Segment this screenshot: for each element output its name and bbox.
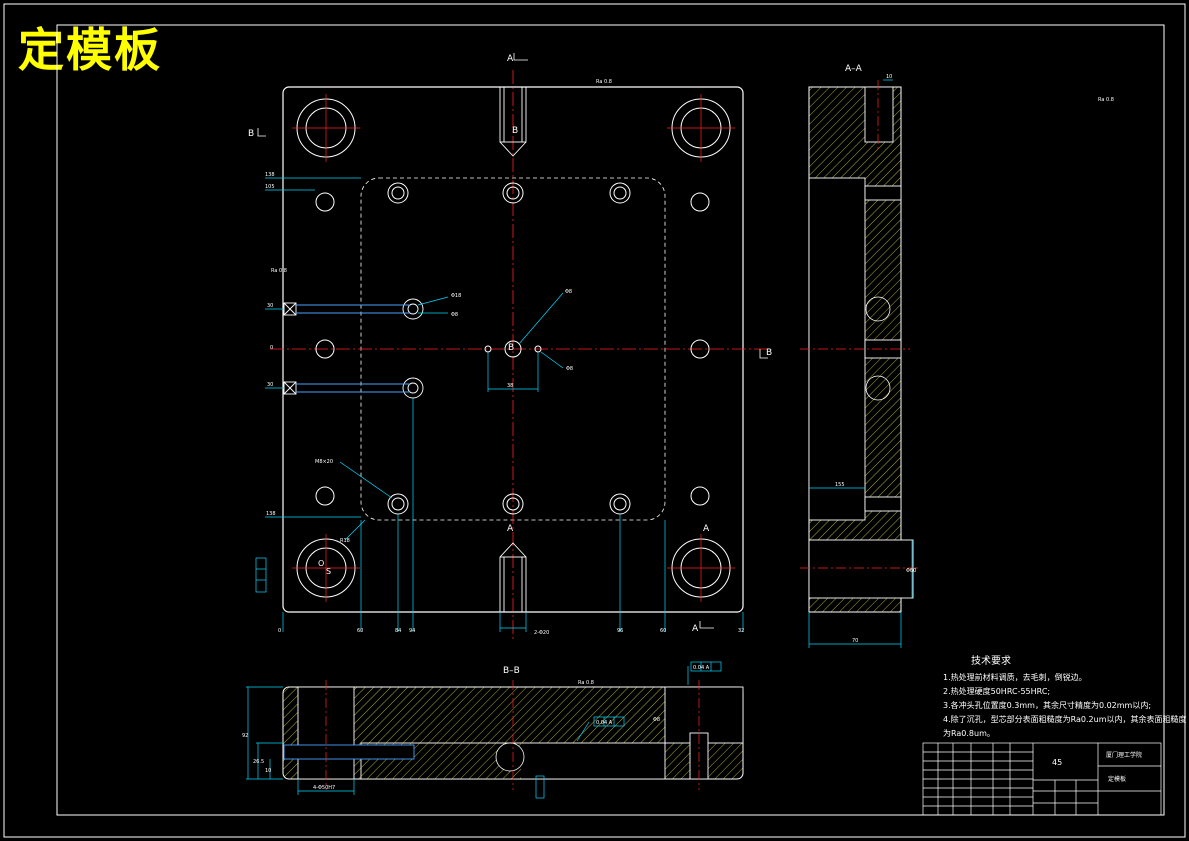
svg-text:155: 155 xyxy=(835,482,845,488)
svg-text:0.04 A: 0.04 A xyxy=(693,665,710,671)
cut-a-bottom: A xyxy=(692,624,699,634)
tech-requirement-2: 2.热处理硬度50HRC-55HRC; xyxy=(943,687,1051,696)
svg-text:10: 10 xyxy=(265,768,271,774)
tech-requirement-3: 3.各冲头孔位置度0.3mm，其余尺寸精度为0.02mm以内; xyxy=(943,701,1152,710)
svg-text:105: 105 xyxy=(265,184,275,190)
svg-text:92: 92 xyxy=(242,733,248,739)
svg-text:38: 38 xyxy=(507,383,513,389)
svg-text:70: 70 xyxy=(852,638,858,644)
tech-requirement-1: 1.热处理前材料调质，去毛刺，倒锐边。 xyxy=(943,673,1087,682)
cut-b-center: B xyxy=(508,343,514,353)
tech-requirement-4: 4.除了沉孔，型芯部分表面粗糙度为Ra0.2um以内，其余表面粗糙度为Ra0.8… xyxy=(943,715,1187,738)
svg-text:Ra 0.8: Ra 0.8 xyxy=(1098,97,1114,103)
cut-b-slot: B xyxy=(512,126,518,136)
svg-text:10: 10 xyxy=(886,74,892,80)
cut-a-right: A xyxy=(703,524,710,534)
channel-lines xyxy=(296,304,410,393)
cooling-channels xyxy=(283,298,424,399)
section-bb-label: B–B xyxy=(503,666,520,676)
svg-text:84: 84 xyxy=(395,628,401,634)
cut-a-mid: A xyxy=(507,524,514,534)
svg-text:4-Φ50H7: 4-Φ50H7 xyxy=(313,785,335,791)
bb-dimensions xyxy=(246,661,722,799)
svg-text:S: S xyxy=(326,567,331,576)
sheet-inner-border xyxy=(56,24,1165,816)
screw-holes xyxy=(315,182,710,515)
svg-text:Φ60: Φ60 xyxy=(906,568,916,574)
tech-requirements-heading: 技术要求 xyxy=(971,656,1011,667)
svg-text:60: 60 xyxy=(357,628,363,634)
section-aa-label: A–A xyxy=(845,64,863,74)
datum-box xyxy=(255,557,267,593)
cut-a-top: A xyxy=(507,54,514,64)
svg-text:0: 0 xyxy=(270,345,273,351)
svg-text:30: 30 xyxy=(267,382,273,388)
title-block xyxy=(922,742,1162,816)
svg-text:0.04 A: 0.04 A xyxy=(596,720,613,726)
svg-text:94: 94 xyxy=(409,628,415,634)
svg-text:138: 138 xyxy=(265,172,275,178)
svg-text:Φ8: Φ8 xyxy=(565,289,572,295)
svg-text:M8×20: M8×20 xyxy=(315,459,333,465)
svg-text:Φ8: Φ8 xyxy=(653,717,660,723)
svg-text:R18: R18 xyxy=(340,538,350,544)
cut-b-right: B xyxy=(766,348,772,358)
svg-text:O: O xyxy=(318,559,324,568)
technical-requirements: 技术要求 1.热处理前材料调质，去毛刺，倒锐边。 2.热处理硬度50HRC-55… xyxy=(943,655,1189,741)
svg-text:26.5: 26.5 xyxy=(253,759,264,765)
section-markers: A A A A B B B B O S xyxy=(248,54,772,634)
svg-text:60: 60 xyxy=(660,628,666,634)
svg-text:32: 32 xyxy=(738,628,744,634)
drawing-title: 定模板 xyxy=(18,23,162,77)
svg-text:2-Φ20: 2-Φ20 xyxy=(534,630,549,636)
sprue-slots xyxy=(499,86,527,613)
cut-b-left: B xyxy=(248,129,254,139)
svg-text:0: 0 xyxy=(278,628,281,634)
svg-text:Ra 0.8: Ra 0.8 xyxy=(271,268,287,274)
svg-text:138: 138 xyxy=(266,511,276,517)
title-block-school: 厦门理工学院 xyxy=(1106,751,1142,759)
guide-hole-centers xyxy=(292,94,735,602)
dimension-lines xyxy=(265,177,744,632)
section-bb-view: B–B xyxy=(242,79,744,799)
svg-text:Φ18: Φ18 xyxy=(451,293,461,299)
svg-text:30: 30 xyxy=(267,303,273,309)
section-aa-view: A–A 70 155 Φ60 10 Ra 0.8 xyxy=(800,64,1114,648)
svg-text:Φ8: Φ8 xyxy=(451,312,458,318)
title-block-part-name: 定模板 xyxy=(1108,775,1126,783)
title-block-material: 45 xyxy=(1052,758,1062,767)
svg-text:Φ8: Φ8 xyxy=(566,366,573,372)
svg-text:Ra 0.8: Ra 0.8 xyxy=(578,680,594,686)
aa-dimensions xyxy=(808,79,913,648)
svg-text:Ra 0.8: Ra 0.8 xyxy=(596,79,612,85)
sheet-outer-border xyxy=(3,3,1186,838)
svg-text:96: 96 xyxy=(617,628,623,634)
